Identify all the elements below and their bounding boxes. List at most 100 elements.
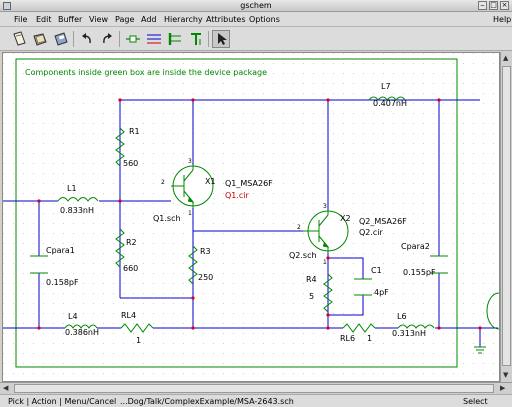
- net-icon[interactable]: [145, 30, 163, 48]
- menu-edit[interactable]: Edit: [36, 15, 52, 24]
- file-path: ...Dog/Talk/ComplexExample/MSA-2643.sch: [120, 397, 294, 406]
- capacitor-cpara2: [430, 255, 448, 274]
- l4-value: 0.386nH: [65, 328, 99, 337]
- scroll-down-icon[interactable]: ▼: [503, 371, 509, 379]
- minimize-button[interactable]: ‒: [478, 1, 487, 10]
- c1-refdes: C1: [371, 266, 382, 275]
- menu-attributes[interactable]: Attributes: [206, 15, 246, 24]
- r4-value: 5: [309, 292, 314, 301]
- close-button[interactable]: ×: [500, 1, 509, 10]
- redo-icon[interactable]: [98, 30, 116, 48]
- x1-refdes: X1: [205, 177, 216, 186]
- rl4-value: 1: [136, 336, 141, 345]
- toolbar-separator: [208, 31, 209, 47]
- x2-refdes: X2: [340, 214, 351, 223]
- x2-model: Q2_MSA26F: [359, 217, 407, 226]
- toolbar: [0, 27, 512, 51]
- menu-view[interactable]: View: [89, 15, 108, 24]
- horizontal-scroll-thumb[interactable]: [14, 384, 494, 393]
- cpara1-refdes: Cpara1: [46, 246, 75, 255]
- r4-refdes: R4: [306, 275, 317, 284]
- l6-value: 0.313nH: [392, 329, 426, 338]
- inductor-l7: [368, 96, 406, 101]
- schematic-canvas[interactable]: Components inside green box are inside t…: [2, 52, 500, 382]
- rl6-refdes: RL6: [340, 334, 355, 343]
- r1-value: 560: [123, 159, 138, 168]
- junction-dots: [37, 98, 482, 330]
- menu-options[interactable]: Options: [249, 15, 280, 24]
- scroll-right-icon[interactable]: ▶: [500, 384, 506, 392]
- ground-symbol: [474, 346, 486, 354]
- menu-bar: File Edit Buffer View Page Add Hierarchy…: [0, 12, 512, 27]
- x2-pin-3: 3: [323, 203, 327, 210]
- r2-refdes: R2: [126, 238, 137, 247]
- r3-refdes: R3: [200, 247, 211, 256]
- l7-value: 0.407nH: [373, 99, 407, 108]
- cpara1-value: 0.158pF: [46, 278, 79, 287]
- toolbar-separator: [119, 31, 120, 47]
- resistor-r3: [188, 245, 198, 285]
- transistor-x2: [303, 210, 349, 253]
- toolbar-separator: [73, 31, 74, 47]
- net-wires: [3, 99, 498, 347]
- select-icon[interactable]: [212, 30, 230, 48]
- menu-page[interactable]: Page: [115, 15, 135, 24]
- inductor-l6: [397, 324, 435, 329]
- open-icon[interactable]: [31, 30, 49, 48]
- menu-hierarchy[interactable]: Hierarchy: [164, 15, 203, 24]
- vertical-scroll-thumb[interactable]: [502, 66, 511, 366]
- horizontal-scrollbar[interactable]: ◀ ▶: [0, 382, 512, 394]
- rl4-refdes: RL4: [121, 311, 136, 320]
- l1-refdes: L1: [67, 184, 77, 193]
- r3-value: 250: [198, 273, 213, 282]
- x1-source: Q1.sch: [153, 214, 181, 223]
- capacitor-cpara1: [30, 255, 48, 274]
- cpara2-refdes: Cpara2: [401, 242, 430, 251]
- save-icon[interactable]: [52, 30, 70, 48]
- component-bodies: [30, 96, 486, 354]
- l6-refdes: L6: [397, 312, 407, 321]
- resistor-r4: [323, 273, 333, 313]
- x1-spice-file: Q1.cir: [225, 191, 250, 200]
- scroll-left-icon[interactable]: ◀: [3, 384, 9, 392]
- scroll-up-icon[interactable]: ▲: [503, 54, 509, 62]
- app-icon: [3, 2, 11, 10]
- inductor-l4: [64, 324, 98, 329]
- l7-refdes: L7: [381, 82, 391, 91]
- menu-file[interactable]: File: [14, 15, 28, 24]
- menu-help[interactable]: Help: [493, 15, 512, 24]
- resistor-r1: [115, 127, 125, 167]
- grid: [3, 53, 499, 381]
- r1-refdes: R1: [129, 127, 140, 136]
- vertical-scrollbar[interactable]: ▲ ▼: [500, 52, 512, 382]
- resistor-rl6: [342, 323, 376, 333]
- c1-value: 4pF: [374, 288, 389, 297]
- x1-pin-2: 2: [161, 179, 165, 186]
- resistor-r2: [115, 228, 125, 268]
- x2-source: Q2.sch: [289, 251, 317, 260]
- mode-indicator: Select Mode: [463, 397, 488, 407]
- menu-add[interactable]: Add: [141, 15, 157, 24]
- capacitor-c1: [354, 278, 372, 296]
- text-icon[interactable]: [187, 30, 205, 48]
- mouse-button-hint: Pick | Action | Menu/Cancel: [8, 397, 117, 406]
- offscreen-component: [486, 292, 499, 330]
- menu-buffer[interactable]: Buffer: [58, 15, 83, 24]
- component-icon[interactable]: [124, 30, 142, 48]
- x1-model: Q1_MSA26F: [225, 179, 273, 188]
- transistor-x1: [171, 165, 214, 208]
- resistor-rl4: [120, 323, 154, 333]
- rl6-value: 1: [367, 334, 372, 343]
- title-bar: gschem ‒ □ ×: [0, 0, 512, 12]
- schematic-drawing: Components inside green box are inside t…: [3, 53, 499, 381]
- l1-value: 0.833nH: [60, 206, 94, 215]
- r2-value: 660: [123, 264, 138, 273]
- x2-pin-1: 1: [323, 259, 327, 266]
- inductor-l1: [57, 197, 99, 202]
- x1-pin-1: 1: [188, 210, 192, 217]
- maximize-button[interactable]: □: [489, 1, 498, 10]
- new-icon[interactable]: [10, 30, 28, 48]
- bus-icon[interactable]: [166, 30, 184, 48]
- x2-spice-file: Q2.cir: [359, 228, 384, 237]
- undo-icon[interactable]: [78, 30, 96, 48]
